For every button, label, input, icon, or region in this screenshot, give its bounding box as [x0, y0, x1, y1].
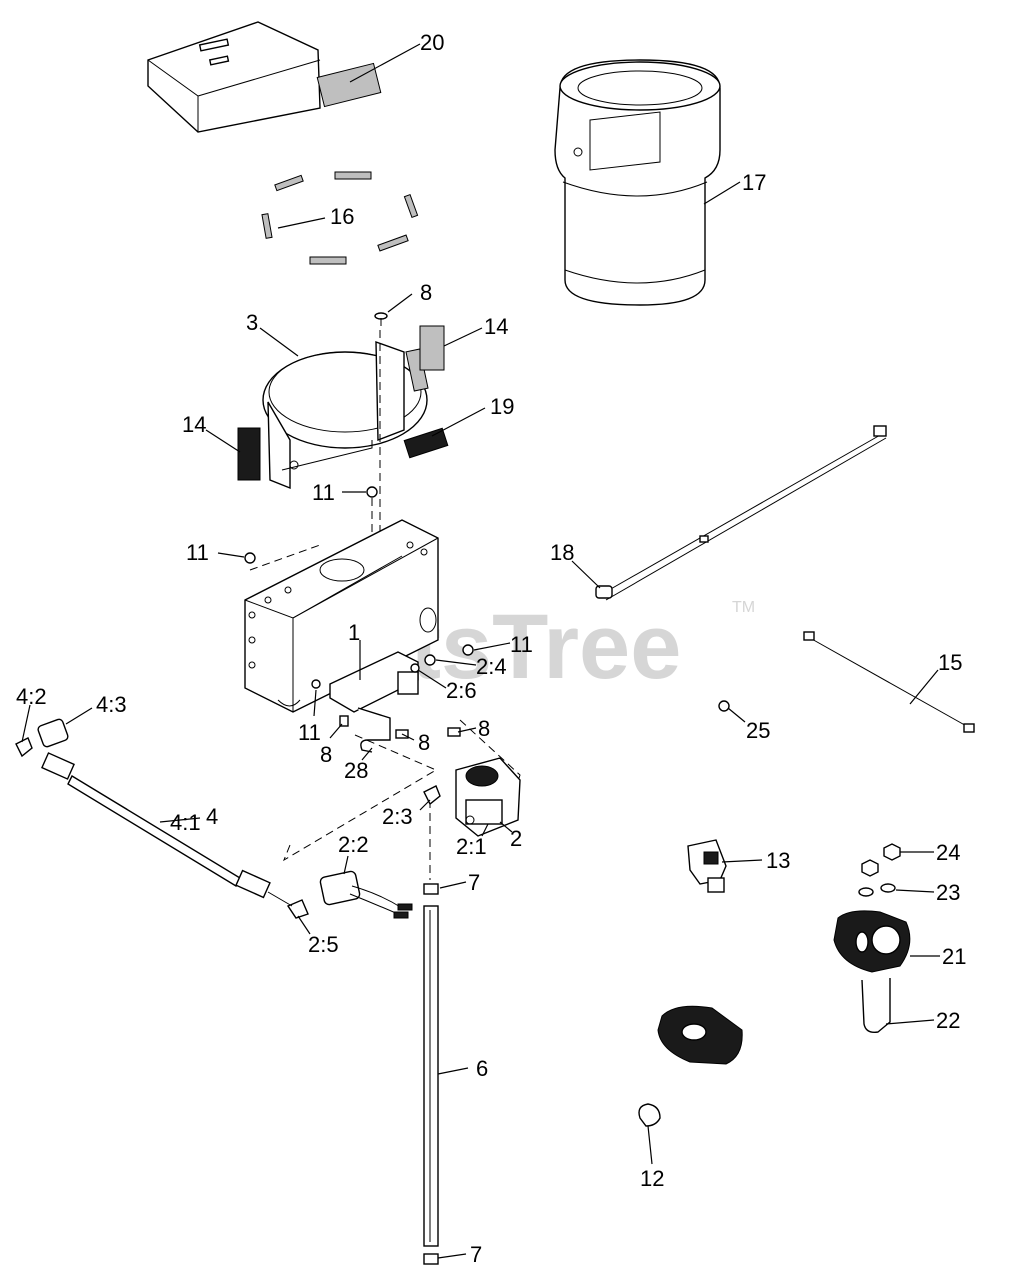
callout-18: 18 [550, 540, 574, 565]
part-elbow-2-3[interactable] [423, 785, 441, 806]
callout-14-top: 14 [484, 314, 508, 339]
callout-2-6: 2:6 [446, 678, 477, 703]
part-regulator-bracket[interactable] [329, 651, 419, 713]
callout-4: 4 [206, 804, 218, 829]
callout-2-3: 2:3 [382, 804, 413, 829]
part-propane-tank[interactable] [554, 59, 721, 306]
part-nut-11-band[interactable] [366, 486, 378, 498]
callout-19: 19 [490, 394, 514, 419]
callout-4-1: 4:1 [170, 810, 201, 835]
callout-8-top: 8 [420, 280, 432, 305]
part-hose-assembly[interactable] [15, 718, 293, 907]
callout-8-mid: 8 [418, 730, 430, 755]
part-nut-11-left[interactable] [244, 552, 256, 564]
callout-4-2: 4:2 [16, 684, 47, 709]
callout-4-3: 4:3 [96, 692, 127, 717]
callout-14-left: 14 [182, 412, 206, 437]
part-label-19[interactable] [403, 427, 449, 459]
callout-15: 15 [938, 650, 962, 675]
part-fitting-2-6[interactable] [410, 663, 420, 673]
callout-24: 24 [936, 840, 960, 865]
part-nut-24-left[interactable] [861, 859, 879, 877]
part-nut-25[interactable] [718, 700, 730, 712]
callout-17: 17 [742, 170, 766, 195]
watermark-tm: TM [732, 599, 755, 616]
callout-20: 20 [420, 30, 444, 55]
part-clamp-7-bottom[interactable] [423, 1253, 439, 1265]
callout-11-band: 11 [312, 480, 335, 505]
part-bolt-8-lower[interactable] [339, 715, 349, 727]
part-muffler[interactable] [833, 910, 911, 973]
callout-8-right: 8 [478, 716, 490, 741]
part-muffler-body[interactable] [657, 1005, 743, 1065]
part-wiring-harness[interactable] [595, 425, 887, 601]
callout-22: 22 [936, 1008, 960, 1033]
part-hook-bracket[interactable] [357, 707, 391, 753]
part-regulator[interactable] [455, 757, 521, 837]
callout-25: 25 [746, 718, 770, 743]
part-label-14-left[interactable] [237, 427, 261, 481]
part-clamp-7-top[interactable] [423, 883, 439, 895]
callout-7-top: 7 [468, 870, 480, 895]
callout-3: 3 [246, 310, 258, 335]
callout-21: 21 [942, 944, 966, 969]
callout-11-left: 11 [186, 540, 209, 565]
part-mounting-bracket[interactable] [244, 519, 439, 713]
part-u-bolt[interactable] [861, 978, 891, 1034]
callout-2-5: 2:5 [308, 932, 339, 957]
part-bolt-8-top[interactable] [374, 312, 388, 326]
part-cover-plate[interactable] [147, 21, 382, 133]
callout-7-bottom: 7 [470, 1242, 482, 1267]
part-fitting-2-4[interactable] [424, 654, 436, 666]
callout-16: 16 [330, 204, 354, 229]
part-tank-band[interactable] [262, 340, 429, 490]
part-pins[interactable] [261, 171, 419, 265]
callout-1: 1 [348, 620, 360, 645]
callout-6: 6 [476, 1056, 488, 1081]
callout-12: 12 [640, 1166, 664, 1191]
part-nut-11-lower[interactable] [311, 679, 321, 689]
part-solenoid[interactable] [319, 870, 413, 919]
part-washer-23-right[interactable] [880, 883, 896, 893]
part-wire[interactable] [803, 631, 975, 733]
part-valve[interactable] [687, 839, 727, 893]
part-label-14-top[interactable] [419, 325, 445, 371]
callout-13: 13 [766, 848, 790, 873]
part-nut-11-right[interactable] [462, 644, 474, 656]
callout-8-lower: 8 [320, 742, 332, 767]
callout-2-1: 2:1 [456, 834, 487, 859]
callout-11-lower: 11 [298, 720, 321, 745]
part-elbow-2-5[interactable] [286, 899, 309, 919]
callout-11-right: 11 [510, 632, 533, 657]
callout-23: 23 [936, 880, 960, 905]
part-washer-23-left[interactable] [858, 887, 874, 897]
callout-28: 28 [344, 758, 368, 783]
part-nut-24-right[interactable] [883, 843, 901, 861]
part-hose-clamp[interactable] [638, 1103, 661, 1127]
part-fuel-tube[interactable] [423, 905, 439, 1247]
callout-2: 2 [510, 826, 522, 851]
callout-2-4: 2:4 [476, 654, 507, 679]
callout-2-2: 2:2 [338, 832, 369, 857]
